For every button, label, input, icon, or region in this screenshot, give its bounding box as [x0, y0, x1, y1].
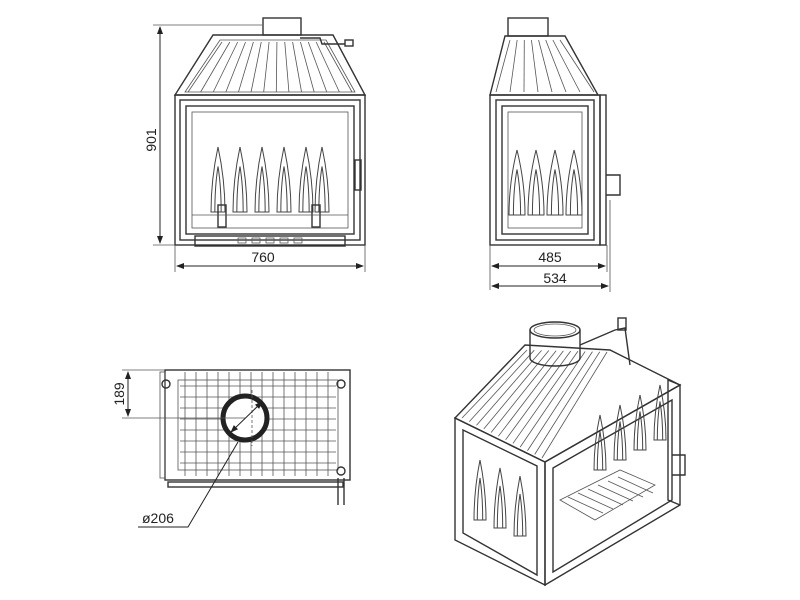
- dimension-depth-outer: 534: [491, 200, 611, 292]
- flame: [276, 146, 292, 213]
- flame-inner: [496, 485, 504, 529]
- flame: [593, 414, 607, 471]
- width-label: 760: [251, 249, 275, 265]
- hood-rib: [476, 350, 542, 426]
- flame: [633, 394, 647, 451]
- hood-rib: [490, 350, 557, 433]
- flame: [546, 149, 564, 216]
- flame-inner: [550, 169, 560, 216]
- hood-rib: [307, 41, 328, 93]
- flame: [493, 467, 507, 529]
- flame-inner: [280, 166, 288, 213]
- front-view: [173, 17, 367, 247]
- dimension-offset: 189: [111, 369, 245, 419]
- isometric-view: [453, 317, 686, 587]
- flame-inner: [531, 169, 541, 216]
- flame: [653, 384, 667, 441]
- flame: [527, 149, 545, 216]
- flame: [473, 459, 487, 521]
- hood-rib: [534, 351, 601, 455]
- hood-rib: [275, 41, 278, 93]
- flame-inner: [258, 166, 266, 213]
- hood-rib: [512, 351, 579, 444]
- hood-rib: [538, 39, 553, 93]
- flame-inner: [516, 493, 524, 537]
- hood-rib: [495, 39, 511, 93]
- hood-rib: [212, 41, 239, 93]
- hood-rib: [531, 39, 539, 93]
- flame-inner: [214, 166, 222, 213]
- flame-inner: [656, 401, 664, 441]
- flame: [254, 146, 270, 213]
- grate-bar: [587, 488, 624, 506]
- hood-rib: [461, 349, 528, 419]
- hood-rib: [519, 351, 586, 448]
- flame-inner: [569, 169, 579, 216]
- flame-inner: [302, 166, 310, 213]
- grate-bar: [577, 492, 614, 510]
- flame: [565, 149, 583, 216]
- hood-rib: [498, 350, 564, 437]
- grate-bar: [607, 480, 644, 498]
- hood-rib: [468, 349, 535, 422]
- control-knob: [293, 237, 303, 244]
- flame: [232, 146, 248, 213]
- control-knob: [251, 237, 261, 244]
- flame-inner: [476, 477, 484, 521]
- side-view: [489, 17, 621, 246]
- hood-rib: [527, 351, 593, 451]
- grate-bar: [567, 496, 604, 514]
- hood-rib: [225, 41, 246, 93]
- flame: [513, 475, 527, 537]
- dimension-height: 901: [143, 24, 262, 246]
- hood-rib: [187, 41, 223, 93]
- height-label: 901: [143, 128, 159, 152]
- flame-inner: [596, 431, 604, 471]
- hood-rib: [300, 41, 315, 93]
- hood-rib: [238, 41, 254, 93]
- hood-rib: [483, 350, 550, 430]
- hood-rib: [200, 41, 231, 93]
- flame: [508, 149, 526, 216]
- flame-inner: [636, 411, 644, 451]
- flame: [613, 404, 627, 461]
- flame: [210, 146, 226, 213]
- hood-rib: [323, 41, 353, 93]
- hood-rib: [559, 39, 595, 93]
- depth-outer-label: 534: [543, 270, 567, 286]
- flame-inner: [616, 421, 624, 461]
- hood-rib: [292, 41, 302, 93]
- dimension-flue-diameter: ø206: [138, 441, 239, 528]
- flame-inner: [318, 166, 326, 213]
- flame-inner: [236, 166, 244, 213]
- grate-bar: [597, 484, 634, 502]
- control-knob: [265, 237, 275, 244]
- flame-inner: [512, 169, 522, 216]
- control-knob: [237, 237, 247, 244]
- depth-inner-label: 485: [538, 249, 562, 265]
- hood-rib: [541, 351, 608, 459]
- control-knob: [279, 237, 289, 244]
- flame: [298, 146, 314, 213]
- flame: [314, 146, 330, 213]
- hood-rib: [263, 41, 270, 93]
- hood-rib: [315, 41, 340, 93]
- grate-bar: [617, 476, 654, 494]
- flue-diameter-label: ø206: [142, 510, 174, 526]
- hood-rib: [545, 39, 567, 93]
- hood-rib: [509, 39, 518, 93]
- hood-rib: [284, 41, 290, 93]
- hood-rib: [250, 41, 262, 93]
- dimension-width: 760: [174, 245, 366, 272]
- offset-label: 189: [111, 382, 127, 406]
- top-view: [159, 369, 351, 505]
- hood-rib: [552, 39, 581, 93]
- dimension-depth-inner: 485: [489, 245, 608, 290]
